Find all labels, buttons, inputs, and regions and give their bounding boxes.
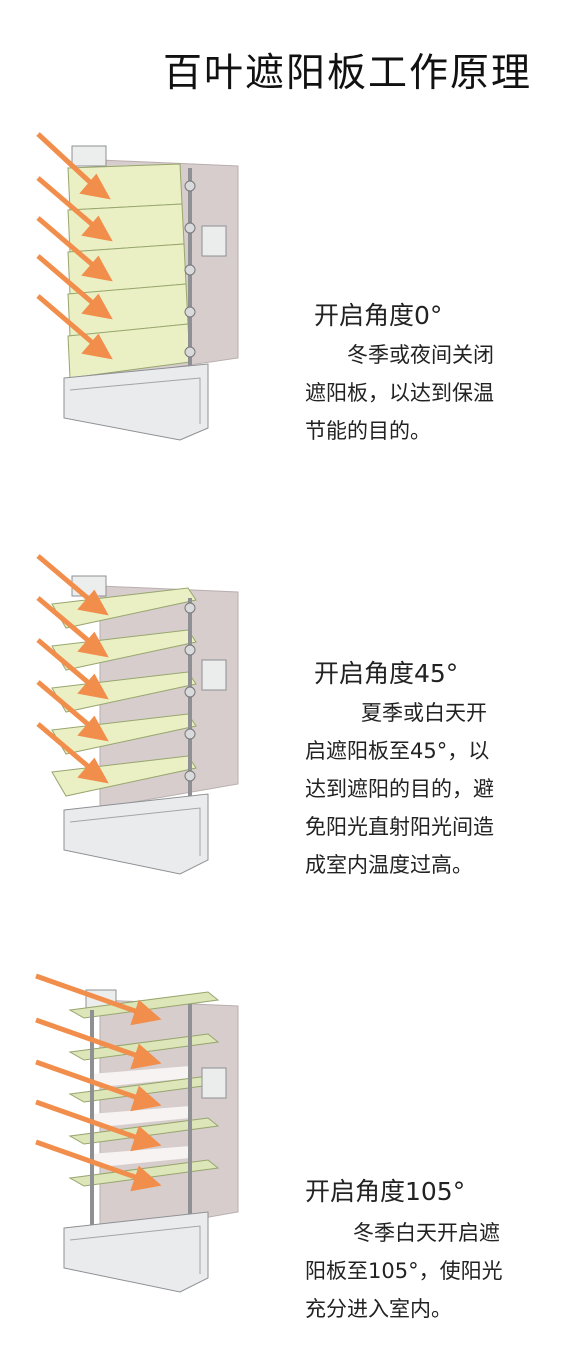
slat [68,1033,220,1061]
description-line: 冬季或夜间关闭 [347,343,494,367]
side-bracket [201,225,227,257]
description-line: 达到遮阳的目的，避 [305,777,494,801]
louver-diagram-45 [36,554,239,875]
slat [51,755,197,797]
description-line: 节能的目的。 [305,419,431,443]
side-bracket [201,659,227,691]
description-line: 充分进入室内。 [305,1297,452,1321]
description-line: 冬季白天开启遮 [353,1221,500,1245]
page-title: 百叶遮阳板工作原理 [162,51,532,96]
light-stripes [90,1066,190,1168]
description-line: 阳板至105°，使阳光 [305,1259,503,1283]
louver-diagram-closed [36,132,239,441]
angle-description-45: 夏季或白天开 启遮阳板至45°，以 达到遮阳的目的，避 免阳光直射阳光间造 成室… [305,694,494,884]
pivots [184,602,196,782]
description-line: 启遮阳板至45°，以 [305,739,490,763]
side-bracket [201,1067,227,1099]
louver-diagram-105 [35,973,239,1293]
angle-heading-105: 开启角度105° [305,1177,466,1206]
description-line: 夏季或白天开 [361,701,487,725]
angle-heading-45: 开启角度45° [314,659,459,688]
angle-heading-0: 开启角度0° [314,301,443,330]
angle-description-0: 冬季或夜间关闭 遮阳板，以达到保温 节能的目的。 [305,336,494,450]
angle-description-105: 冬季白天开启遮 阳板至105°，使阳光 充分进入室内。 [305,1214,503,1328]
slats [51,587,197,797]
description-line: 免阳光直射阳光间造 [305,815,494,839]
pivots [184,180,196,358]
sunlight-arrows [36,554,109,784]
description-line: 遮阳板，以达到保温 [305,381,494,405]
bottom-frame [63,793,209,875]
bottom-frame [63,1211,209,1293]
description-line: 成室内温度过高。 [305,853,473,877]
bottom-frame [63,363,209,441]
sunlight-arrows [35,973,162,1192]
sunlight-arrows [36,132,113,360]
top-bracket [71,145,107,167]
